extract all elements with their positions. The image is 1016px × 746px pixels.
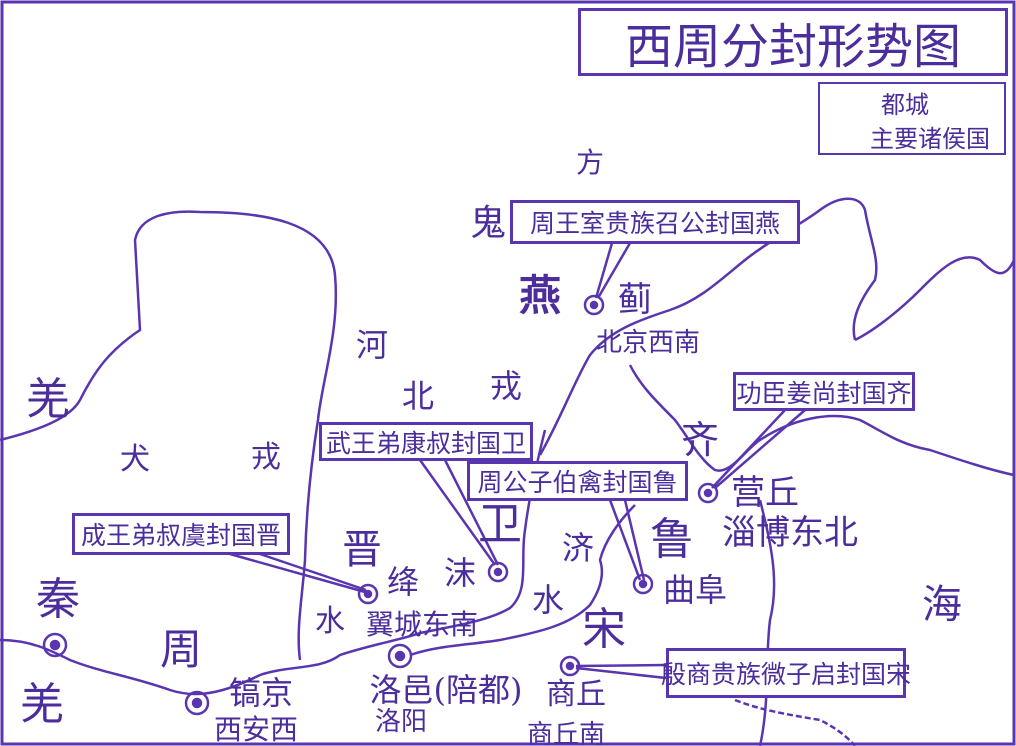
capital-marker-luoyi — [387, 643, 413, 669]
region-bei: 北 — [401, 377, 435, 415]
region-quan: 犬 — [120, 442, 150, 477]
river-ji: 济 — [561, 529, 595, 567]
leader-yan — [594, 242, 632, 299]
region-qiang-south: 羌 — [20, 679, 64, 730]
region-he: 河 — [355, 326, 389, 364]
callout-yan: 周王室贵族召公封国燕 — [510, 200, 800, 244]
city-qufu: 曲阜 — [662, 571, 728, 609]
region-zhou: 周 — [159, 625, 203, 674]
legend: 都城 主要诸侯国 — [818, 82, 1006, 155]
state-marker-shangqiu — [559, 655, 581, 677]
city-luoyi-modern: 洛阳 — [374, 707, 428, 737]
huai-river — [734, 698, 856, 746]
legend-capital-label: 都城 — [881, 91, 929, 119]
state-marker-mei — [487, 561, 509, 583]
leader-qi — [711, 409, 806, 489]
legend-state-label: 主要诸侯国 — [870, 125, 990, 153]
callout-wei: 武王弟康叔封国卫 — [319, 422, 533, 461]
region-sea: 海 — [922, 582, 962, 628]
leader-wei — [418, 459, 500, 566]
yellow-river — [0, 210, 338, 661]
region-qin: 秦 — [36, 574, 80, 625]
city-yingqiu: 营丘 — [731, 473, 799, 513]
city-ji: 蓟 — [618, 280, 652, 320]
city-jiang: 绛 — [386, 563, 420, 601]
river-shui: 水 — [531, 581, 565, 619]
region-qiang-north: 羌 — [26, 374, 70, 425]
callout-lu: 周公子伯禽封国鲁 — [467, 461, 688, 501]
city-mei: 沫 — [443, 554, 477, 592]
callout-qi: 功臣姜尚封国齐 — [733, 372, 915, 411]
state-qi: 齐 — [680, 418, 720, 462]
region-fang: 方 — [575, 146, 605, 179]
leader-song — [575, 663, 667, 680]
leader-lu — [608, 499, 646, 581]
state-lu: 鲁 — [650, 514, 694, 565]
region-rong-west: 戎 — [251, 440, 281, 475]
state-marker-jiang — [357, 583, 379, 605]
leader-jin — [229, 552, 367, 594]
state-jin: 晋 — [342, 527, 382, 573]
city-haojing-modern: 西安西 — [213, 713, 299, 746]
wei-river — [0, 429, 547, 696]
state-song: 宋 — [582, 604, 626, 655]
lower-river — [409, 504, 636, 657]
coast — [538, 197, 878, 456]
state-marker-yingqiu — [697, 482, 719, 504]
callout-jin: 成王弟叔虞封国晋 — [72, 513, 290, 555]
state-marker-qufu — [632, 573, 654, 595]
state-marker-yan — [583, 294, 605, 316]
bohai-coast — [628, 364, 1015, 477]
state-yan: 燕 — [518, 271, 562, 320]
city-luoyi: 洛邑(陪都) — [369, 671, 523, 709]
city-ji-modern: 北京西南 — [595, 328, 701, 358]
capital-marker-qin — [42, 632, 68, 658]
capital-marker-haojing — [184, 690, 210, 716]
river-shui-fen: 水 — [315, 604, 345, 639]
city-jiang-modern: 翼城东南 — [365, 608, 479, 641]
city-shangqiu-modern: 商丘南 — [526, 720, 606, 746]
city-haojing: 镐京 — [228, 674, 294, 712]
map-title: 西周分封形势图 — [578, 8, 1008, 76]
state-wei: 卫 — [478, 499, 522, 550]
region-gui: 鬼 — [469, 203, 507, 244]
callout-song: 殷商贵族微子启封国宋 — [661, 648, 911, 698]
city-yingqiu-modern: 淄博东北 — [722, 513, 858, 553]
liaodong — [854, 256, 1016, 342]
city-shangqiu: 商丘 — [546, 677, 606, 712]
region-rong-north: 戎 — [489, 367, 523, 405]
shandong-coast — [758, 499, 776, 746]
